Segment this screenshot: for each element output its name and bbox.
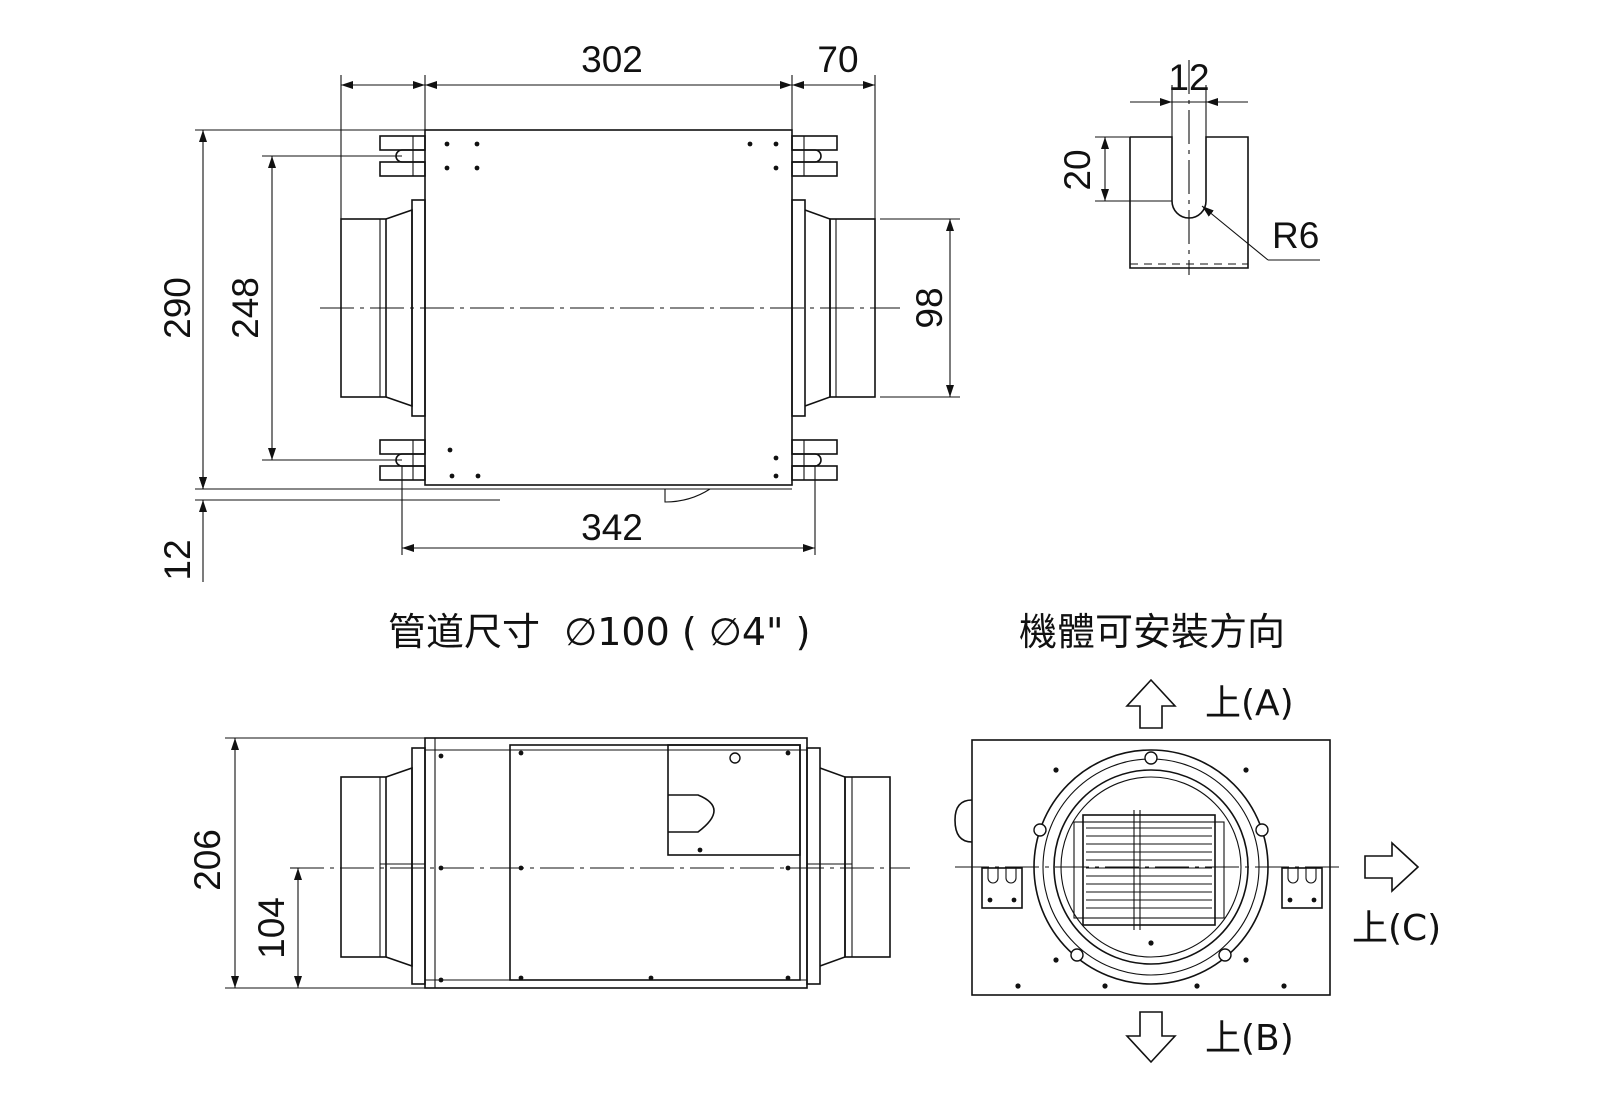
dim-center-height-label: 104 [251,897,292,959]
orientation-label-b: 上(B) [1205,1018,1294,1059]
top-view: 302 70 290 248 98 342 [157,39,960,582]
dim-mount-width-label: 342 [581,507,643,548]
dim-mount-width-342: 342 [401,466,816,555]
orientation-label-c: 上(C) [1352,908,1441,949]
dim-height-290: 290 [157,129,500,490]
slot-detail: 12 20 R6 [1057,57,1320,275]
radius-label: R6 [1272,215,1319,256]
dim-duct-98: 98 [880,218,960,398]
side-screws [438,750,791,983]
end-bracket-left [981,867,1023,909]
dim-center-height-104: 104 [251,867,302,988]
blower-wheel [1073,810,1225,930]
flange-tabs [1033,751,1269,962]
side-left-duct-collar [340,747,426,985]
slot-width-label: 12 [1168,57,1209,98]
orientation-title: 機體可安裝方向 [1019,610,1285,654]
mounting-bracket-top-right [791,135,838,177]
dim-base-offset-12: 12 [157,470,500,582]
side-view: 206 104 [187,737,910,989]
dim-width-label: 302 [581,39,643,80]
dim-width-302: 302 70 [340,39,876,219]
arrow-right-icon [1364,841,1420,893]
dim-duct-label: 98 [909,287,950,328]
dim-height-label: 290 [157,277,198,339]
dim-total-height-label: 206 [187,829,228,891]
arrow-up-icon [1125,678,1177,729]
top-screws [444,141,779,479]
duct-size-note: 管道尺寸 ∅100 ( ∅4" ) [388,610,810,654]
slot-depth-label: 20 [1057,149,1098,190]
end-bracket-right [1281,867,1323,909]
dim-total-height-206: 206 [187,737,425,989]
side-right-duct-collar [806,747,891,985]
dim-mount-spacing-248: 248 [225,155,402,461]
end-view: 上(A) 上(B) 上(C) [954,678,1441,1064]
dim-mount-spacing-label: 248 [225,277,266,339]
arrow-down-icon [1125,1011,1177,1064]
orientation-label-a: 上(A) [1205,683,1294,724]
dim-flange-label: 70 [817,39,858,80]
dim-base-offset-label: 12 [157,539,198,580]
